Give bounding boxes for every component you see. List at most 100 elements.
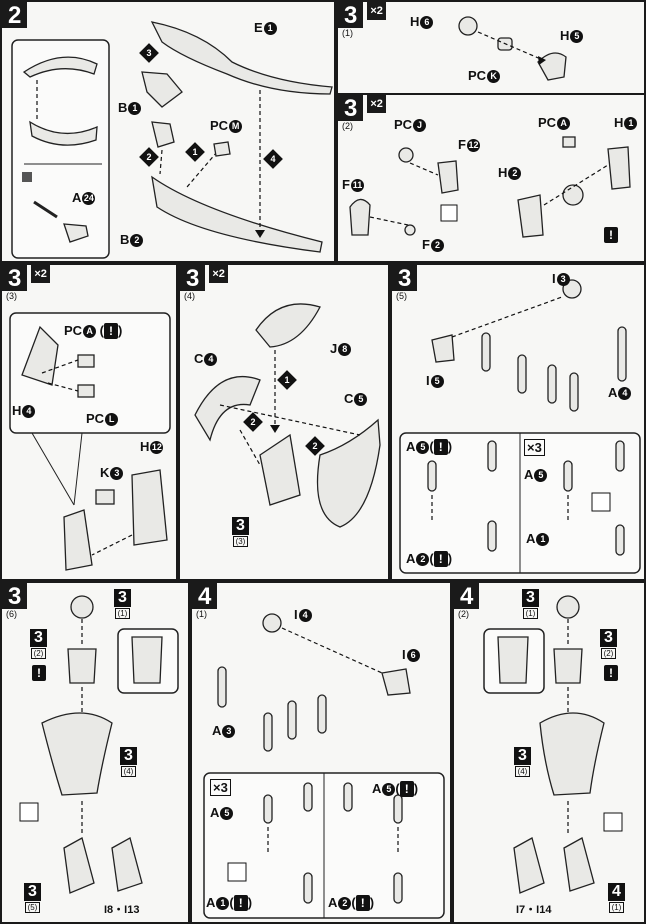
wing-part-bottom <box>29 120 98 146</box>
step-sub-label: (1) <box>342 28 353 38</box>
reference-step-3-1: 3(1) <box>114 589 131 619</box>
sequence-marker-1: 1 <box>277 370 297 390</box>
step-sub-label: (2) <box>458 609 469 619</box>
sequence-marker-2: 2 <box>139 147 159 167</box>
part-small <box>151 121 175 148</box>
step-badge: 3×2 <box>338 2 386 28</box>
sequence-marker-2b: 2 <box>305 436 325 456</box>
step-badge: 4 <box>454 583 480 609</box>
step-sub-label: (4) <box>184 291 195 301</box>
reference-step-3-2: 3(2) <box>30 629 47 659</box>
part-numbers-label: I7・I14 <box>516 904 552 916</box>
step-4-1-drawing <box>203 613 445 919</box>
step-badge: 3×2 <box>338 95 386 121</box>
sequence-marker-1: 1 <box>185 142 205 162</box>
step-badge: 2 <box>2 2 28 28</box>
reference-step-3-3: 3(3) <box>232 517 249 547</box>
step-badge: 3 <box>392 265 418 291</box>
step-3-5-drawing <box>399 279 641 574</box>
step-sub-label: (3) <box>6 291 17 301</box>
part-e1 <box>150 21 333 95</box>
step-badge: 3×2 <box>180 265 228 291</box>
panel-step-3-6: 3 (6) 3(1) 3(2) ! 3(4) 3(5) I8・I13 <box>0 581 190 924</box>
part-pcm <box>213 141 231 157</box>
part-a24 <box>63 223 89 243</box>
step-3-1-drawing <box>458 16 567 81</box>
step-4-2-drawing <box>483 595 623 894</box>
multiplier-x3: ×3 <box>210 779 231 796</box>
reference-step-3-2: 3(2) <box>600 629 617 659</box>
step-3-4-drawing <box>194 303 381 528</box>
step-3-2-drawing <box>349 136 631 238</box>
step-badge: 3×2 <box>2 265 50 291</box>
sequence-marker-3: 3 <box>139 43 159 63</box>
step-3-3-drawing <box>9 312 171 571</box>
warning-icon: ! <box>604 665 618 681</box>
warning-icon: ! <box>604 227 618 243</box>
step-badge: 4 <box>192 583 218 609</box>
multiplier-x3: ×3 <box>524 439 545 456</box>
wing-part-top <box>22 56 98 78</box>
reference-step-3-1: 3(1) <box>522 589 539 619</box>
reference-step-3-5: 3(5) <box>24 883 41 913</box>
step-3-6-drawing <box>19 595 179 894</box>
sequence-marker-2: 2 <box>243 412 263 432</box>
step-sub-label: (1) <box>196 609 207 619</box>
part-b1 <box>141 71 183 108</box>
reference-step-3-4: 3(4) <box>514 747 531 777</box>
sequence-marker-4: 4 <box>263 149 283 169</box>
step-2-drawing <box>11 21 333 259</box>
step-sub-label: (6) <box>6 609 17 619</box>
step-badge: 3 <box>2 583 28 609</box>
step-sub-label: (5) <box>396 291 407 301</box>
warning-icon: ! <box>32 665 46 681</box>
step-sub-label: (2) <box>342 121 353 131</box>
panel-step-4-2: 4 (2) 3(1) 3(2) ! 3(4) 4(1) I7・I14 <box>452 581 646 924</box>
reference-step-4-1: 4(1) <box>608 883 625 913</box>
part-b2 <box>151 175 323 253</box>
reference-step-3-4: 3(4) <box>120 747 137 777</box>
